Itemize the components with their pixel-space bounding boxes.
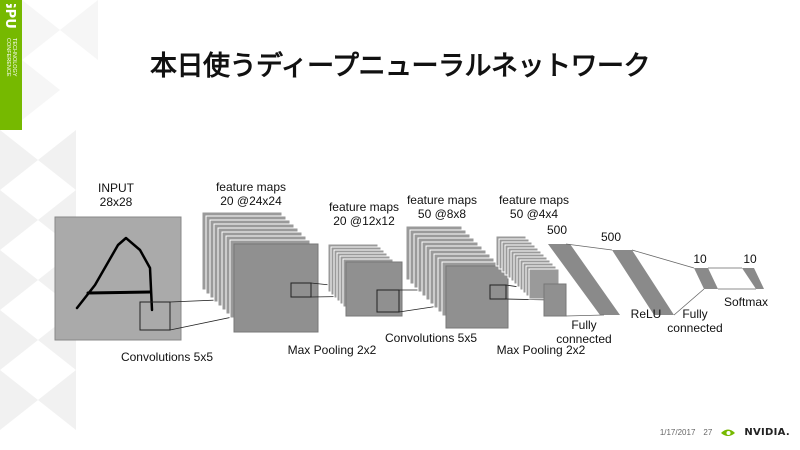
pool1-op-label: Max Pooling 2x2 bbox=[287, 343, 377, 357]
fc2-layer bbox=[694, 268, 718, 289]
pool2-window bbox=[489, 284, 507, 300]
relu-size-label: 500 bbox=[600, 230, 622, 244]
footer-page-number: 27 bbox=[703, 428, 713, 437]
input-image bbox=[54, 216, 182, 341]
pool1-feature-maps bbox=[327, 243, 403, 317]
gtc-main-text: GPU bbox=[2, 4, 17, 29]
softmax-op-label: Softmax bbox=[723, 295, 768, 309]
handwritten-a-stroke-2 bbox=[86, 290, 152, 295]
conv2-feature-maps bbox=[405, 225, 509, 329]
gtc-brand-band bbox=[0, 0, 22, 130]
conv1-receptive-field bbox=[139, 301, 171, 331]
relu-op-label: ReLU bbox=[630, 307, 662, 321]
gtc-logo: GPU TECHNOLOGY CONFERENCE bbox=[2, 4, 17, 77]
softmax-layer bbox=[742, 268, 764, 289]
softmax-size-label: 10 bbox=[743, 252, 757, 266]
conv2-op-label: Convolutions 5x5 bbox=[384, 331, 478, 345]
nvidia-eye-icon bbox=[721, 429, 736, 436]
conv2-receptive-field bbox=[376, 289, 400, 313]
fc1-layer bbox=[548, 244, 620, 315]
conv1-op-label: Convolutions 5x5 bbox=[120, 350, 214, 364]
pool2-feature-maps bbox=[495, 235, 567, 317]
nvidia-brand: NVIDIA. bbox=[744, 427, 790, 438]
fc2-size-label: 10 bbox=[693, 252, 707, 266]
slide-title: 本日使うディープニューラルネットワーク bbox=[150, 51, 651, 82]
pool2-op-label: Max Pooling 2x2 bbox=[496, 343, 586, 357]
handwritten-a-stroke-1 bbox=[75, 236, 154, 312]
gtc-line1-text: TECHNOLOGY bbox=[11, 38, 17, 77]
slide-footer: 1/17/2017 27 NVIDIA. bbox=[660, 427, 790, 438]
relu-layer bbox=[612, 250, 674, 315]
pool1-window bbox=[290, 282, 312, 298]
gtc-line2-text: CONFERENCE bbox=[5, 38, 11, 77]
footer-date: 1/17/2017 bbox=[659, 428, 696, 437]
conv1-feature-maps bbox=[201, 211, 319, 333]
fc1-size-label: 500 bbox=[546, 223, 568, 237]
